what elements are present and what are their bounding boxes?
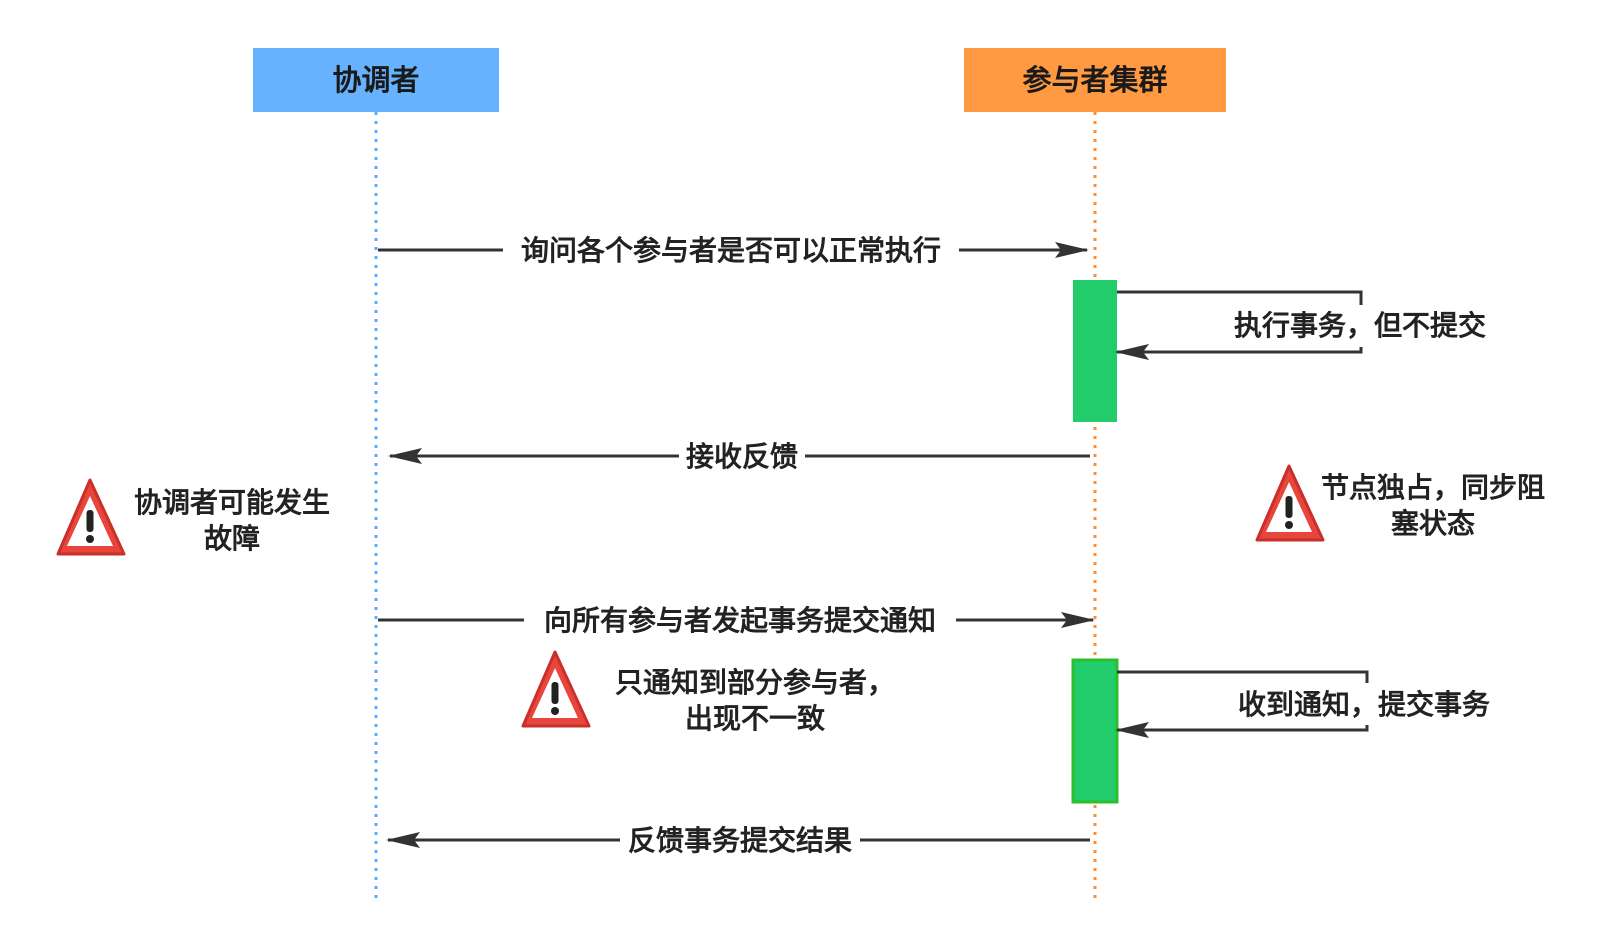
feedback-label: 接收反馈 <box>686 440 798 473</box>
warning-triangle-icon <box>56 478 126 556</box>
warning-triangle-icon <box>1255 464 1325 542</box>
notify-label: 向所有参与者发起事务提交通知 <box>544 604 936 637</box>
coordinator-label: 协调者 <box>332 63 419 97</box>
cluster-header <box>964 48 1226 112</box>
ask-label: 询问各个参与者是否可以正常执行 <box>521 234 941 267</box>
activation-bar-2 <box>1071 658 1119 804</box>
commit-self-label: 收到通知，提交事务 <box>1238 688 1490 721</box>
partial-notify-line-2: 出现不一致 <box>685 702 826 735</box>
partial-notify-line-1: 只通知到部分参与者， <box>615 666 895 699</box>
warning-triangle-icon <box>521 650 591 728</box>
coordinator-fault-line-1: 协调者可能发生 <box>134 486 330 519</box>
exec-self-label: 执行事务，但不提交 <box>1234 309 1486 342</box>
result-label: 反馈事务提交结果 <box>628 824 852 857</box>
node-block-line-1: 节点独占，同步阻 <box>1321 471 1545 504</box>
coordinator-header <box>253 48 499 112</box>
cluster-label: 参与者集群 <box>1022 63 1167 97</box>
coordinator-fault-line-2: 故障 <box>204 522 260 555</box>
node-block-line-2: 塞状态 <box>1391 507 1475 540</box>
activation-bar-1 <box>1073 280 1117 422</box>
